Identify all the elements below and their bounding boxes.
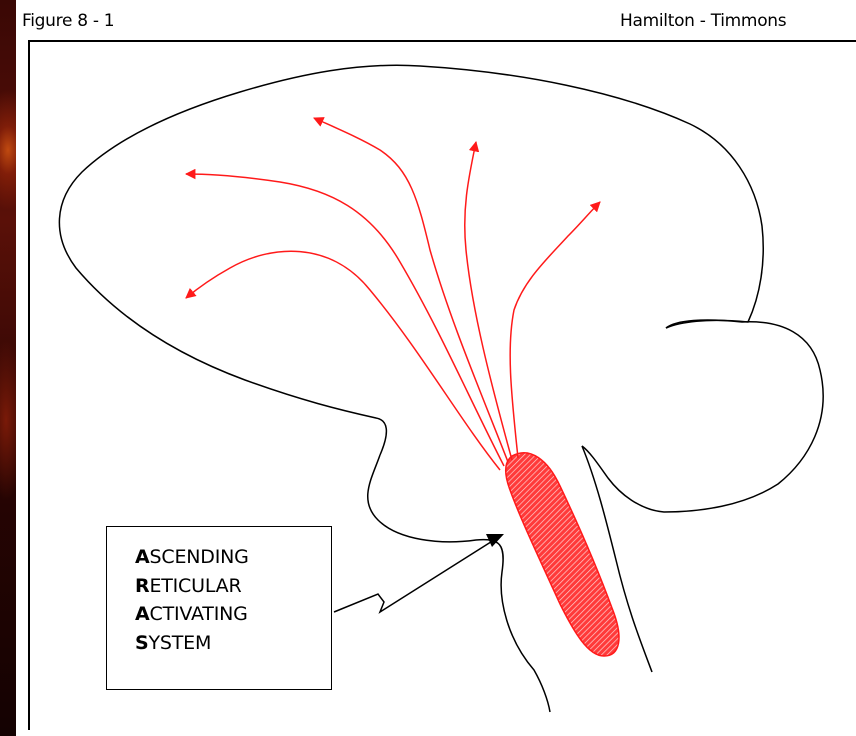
pointer-line	[334, 540, 494, 612]
label-line-system: SYSTEM	[135, 629, 331, 658]
fiber-arrow-upper-left	[186, 174, 504, 466]
label-line-reticular: RETICULAR	[135, 572, 331, 601]
aras-label-box: ASCENDING RETICULAR ACTIVATING SYSTEM	[106, 526, 332, 690]
label-line-ascending: ASCENDING	[135, 543, 331, 572]
fiber-arrow-right	[510, 202, 600, 458]
cerebrum-outline	[59, 65, 763, 455]
label-line-activating: ACTIVATING	[135, 600, 331, 629]
reticular-formation	[506, 453, 619, 656]
cerebellum-outline	[582, 320, 823, 512]
